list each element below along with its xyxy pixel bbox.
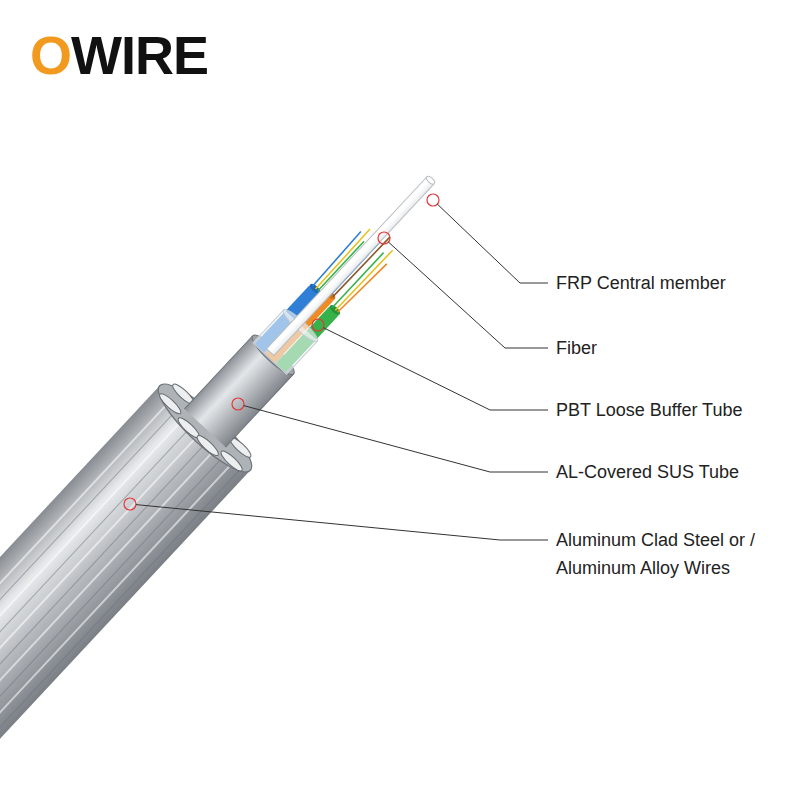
leader-lines [136,204,548,540]
part-label: PBT Loose Buffer Tube [556,398,742,422]
callout-circles [124,194,439,510]
part-label: Fiber [556,336,597,360]
part-label: Aluminum Clad Steel or / Aluminum Alloy … [556,526,795,582]
part-label: FRP Central member [556,271,726,295]
brand-logo: OWIRE [30,28,208,82]
cable-body [0,139,481,800]
part-label: AL-Covered SUS Tube [556,460,739,484]
